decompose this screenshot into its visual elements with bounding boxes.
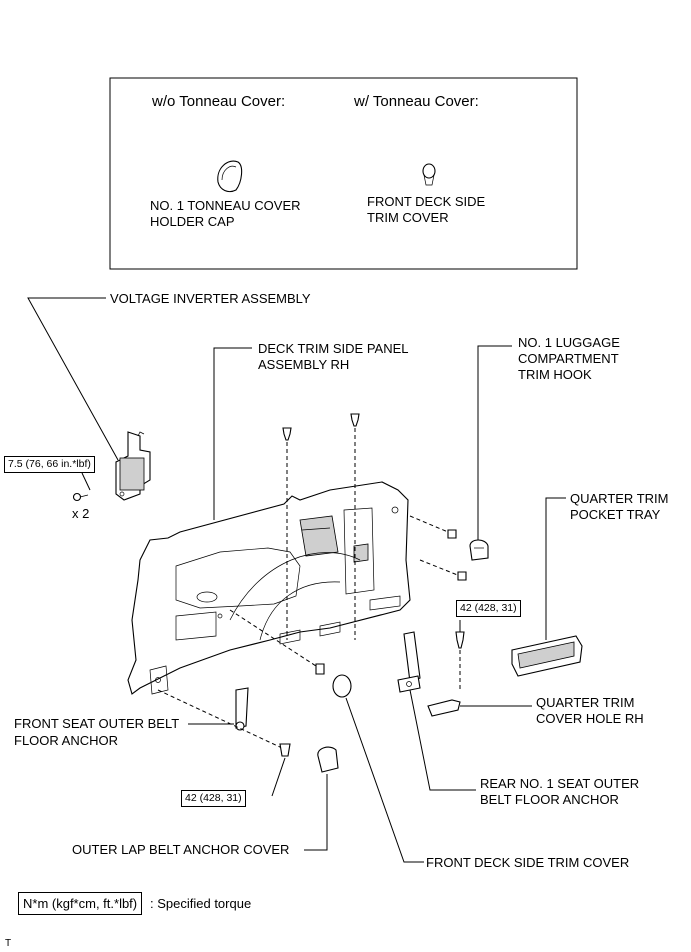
label-cover-hole-line2: COVER HOLE RH: [536, 711, 644, 726]
front-seat-outer-belt-floor-anchor-icon: [235, 687, 249, 731]
inset-label-left-line2: HOLDER CAP: [150, 214, 235, 229]
panel-clip-left-icon: [282, 427, 292, 441]
front-deck-side-trim-cover-inset-icon: [422, 163, 436, 186]
label-cover-hole-line1: QUARTER TRIM: [536, 695, 635, 710]
torque-front-anchor: 42 (428, 31): [181, 790, 246, 807]
rear-anchor-bolt-icon: [455, 631, 465, 649]
quarter-trim-pocket-tray-icon: [511, 635, 583, 677]
inset-header-left: w/o Tonneau Cover:: [152, 93, 286, 110]
deck-trim-leader: [213, 347, 252, 520]
label-deck-trim-line1: DECK TRIM SIDE PANEL: [258, 341, 409, 356]
panel-clip-side-lower-icon: [457, 571, 467, 581]
label-rear-anchor-line1: REAR NO. 1 SEAT OUTER: [480, 776, 640, 791]
inverter-bolt-icon: [72, 492, 89, 502]
rear-anchor-leader: [409, 689, 476, 791]
voltage-inverter-leader: [27, 297, 119, 461]
front-anchor-torque-leader: [271, 757, 286, 797]
label-lap-belt-cover: OUTER LAP BELT ANCHOR COVER: [72, 842, 290, 857]
voltage-inverter-assembly-icon: [115, 431, 151, 501]
label-rear-anchor-line2: BELT FLOOR ANCHOR: [480, 792, 619, 807]
inset-label-right-line2: TRIM COVER: [367, 210, 449, 225]
inset-label-left-line1: NO. 1 TONNEAU COVER: [150, 198, 301, 213]
panel-bolt-center-icon: [315, 663, 325, 675]
tonneau-cover-holder-cap-icon: [217, 160, 243, 193]
label-luggage-hook-line2: COMPARTMENT: [518, 351, 619, 366]
quarter-trim-cover-hole-icon: [427, 699, 461, 717]
label-front-anchor-line1: FRONT SEAT OUTER BELT: [14, 716, 180, 731]
outer-lap-belt-anchor-cover-icon: [317, 746, 339, 773]
deck-trim-side-panel-icon: [127, 481, 411, 695]
label-front-anchor-line2: FLOOR ANCHOR: [14, 733, 119, 748]
clip-hook-dash: [409, 515, 449, 533]
inset-label-right-line1: FRONT DECK SIDE: [367, 194, 486, 209]
luggage-compartment-trim-hook-icon: [469, 539, 489, 561]
corner-mark: T: [5, 938, 12, 949]
front-anchor-bolt-icon: [279, 743, 291, 757]
label-front-deck-cover: FRONT DECK SIDE TRIM COVER: [426, 855, 630, 870]
rear-seat-outer-belt-floor-anchor-icon: [397, 631, 421, 693]
inset-frame: [109, 77, 578, 270]
legend-description: : Specified torque: [150, 896, 252, 911]
pocket-tray-leader: [545, 497, 566, 640]
label-luggage-hook-line1: NO. 1 LUGGAGE: [518, 335, 620, 350]
label-voltage-inverter: VOLTAGE INVERTER ASSEMBLY: [110, 291, 311, 306]
panel-clip-side-upper-icon: [447, 529, 457, 539]
torque-rear-anchor: 42 (428, 31): [456, 600, 521, 617]
legend-unit-box: N*m (kgf*cm, ft.*lbf): [18, 892, 143, 915]
label-luggage-hook-line3: TRIM HOOK: [518, 367, 592, 382]
inset-header-right: w/ Tonneau Cover:: [354, 93, 479, 110]
front-anchor-upper-dash: [229, 609, 317, 667]
front-deck-cover-leader: [345, 697, 424, 863]
luggage-hook-leader: [477, 345, 512, 540]
panel-clip-right-icon: [350, 413, 360, 427]
front-deck-side-trim-cover-icon: [332, 674, 352, 698]
torque-inverter: 7.5 (76, 66 in.*lbf): [4, 456, 95, 473]
clip-side-lower-dash: [419, 559, 461, 577]
label-pocket-tray-line1: QUARTER TRIM: [570, 491, 669, 506]
label-pocket-tray-line2: POCKET TRAY: [570, 507, 661, 522]
label-deck-trim-line2: ASSEMBLY RH: [258, 357, 350, 372]
lap-belt-cover-leader: [304, 774, 328, 851]
front-anchor-dash: [157, 689, 283, 749]
label-quantity: x 2: [72, 506, 90, 521]
inverter-torque-leader: [81, 472, 91, 491]
